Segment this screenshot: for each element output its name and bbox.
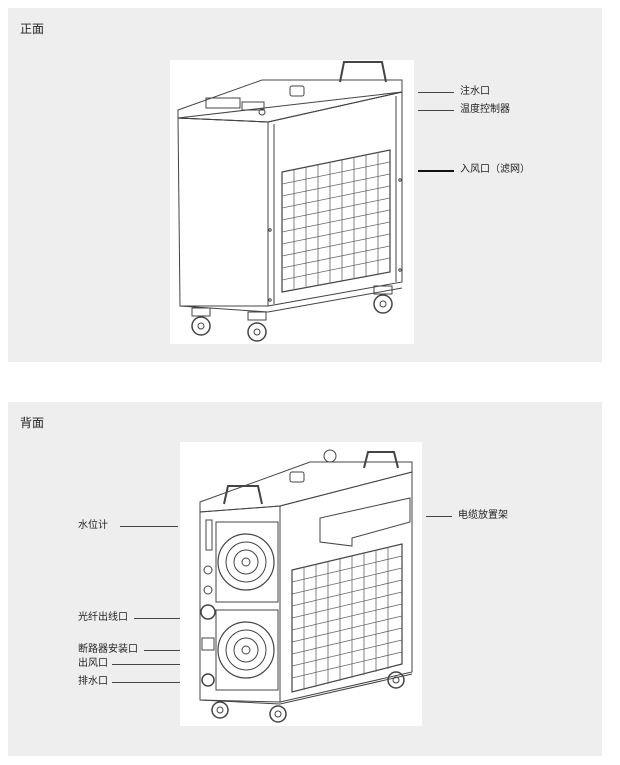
air-outlet-label: 出风口 [78,658,108,669]
chiller-back-drawing [199,449,413,723]
back-view-title: 背面 [20,416,45,430]
water-gauge-leader [120,526,178,527]
water-inlet-label: 注水口 [460,86,490,97]
temp-controller-label: 温度控制器 [460,104,510,115]
fiber-outlet-leader [134,618,180,619]
front-view-image [170,60,414,344]
drain-label: 排水口 [78,676,108,687]
breaker-port-label: 断路器安装口 [78,644,138,655]
water-gauge-label: 水位计 [78,520,108,531]
air-outlet-leader [112,664,180,665]
drain-leader [112,682,180,683]
front-view-title: 正面 [20,22,45,36]
back-view-panel: 背面 [8,402,602,756]
cable-rack-label: 电缆放置架 [458,510,508,521]
fiber-outlet-label: 光纤出线口 [78,612,128,623]
chiller-front-drawing [177,61,403,342]
temp-controller-leader [418,110,454,111]
front-view-panel: 正面 [8,8,602,362]
air-inlet-label: 入风口（滤网） [460,164,530,175]
water-inlet-leader [418,92,454,93]
breaker-port-leader [144,650,180,651]
air-inlet-leader [418,170,454,172]
back-view-image [180,442,422,726]
cable-rack-leader [426,516,452,517]
